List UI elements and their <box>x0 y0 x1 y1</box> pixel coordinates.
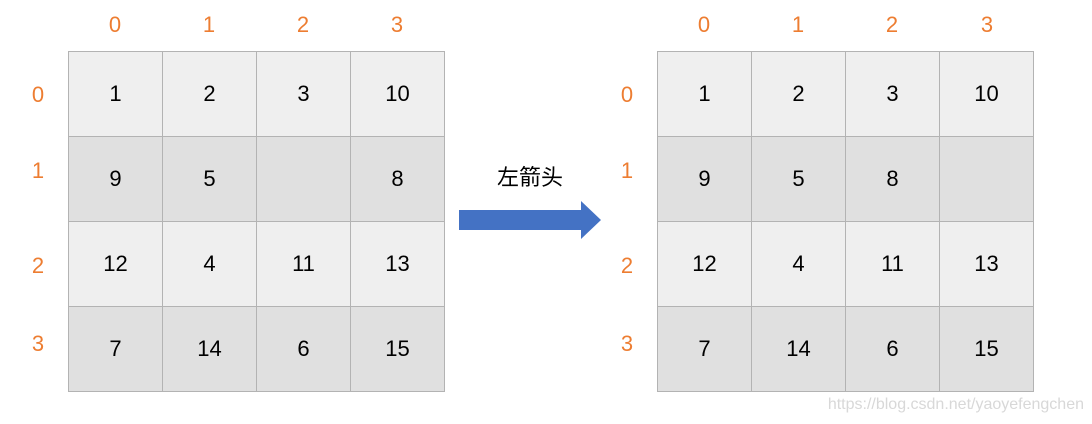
col-index-label: 1 <box>202 12 216 37</box>
grid-row: 1 2 3 10 <box>657 51 1034 137</box>
row-index-label: 1 <box>620 158 634 183</box>
grid-cell: 11 <box>256 221 351 307</box>
grid-cell: 14 <box>751 306 846 392</box>
grid-cell: 8 <box>845 136 940 222</box>
col-index-label: 3 <box>980 12 994 37</box>
grid-cell: 14 <box>162 306 257 392</box>
grid-row: 12 4 11 13 <box>68 221 445 307</box>
grid-cell: 4 <box>162 221 257 307</box>
col-index-label: 0 <box>697 12 711 37</box>
col-index-label: 2 <box>296 12 310 37</box>
empty-grid-cell <box>256 136 351 222</box>
grid-cell: 9 <box>657 136 752 222</box>
grid-cell: 12 <box>657 221 752 307</box>
grid-cell: 1 <box>68 51 163 137</box>
empty-grid-cell <box>939 136 1034 222</box>
grid-cell: 7 <box>68 306 163 392</box>
grid-cell: 10 <box>939 51 1034 137</box>
row-index-label: 2 <box>620 253 634 278</box>
grid-cell: 13 <box>350 221 445 307</box>
row-index-label: 1 <box>31 158 45 183</box>
grid-cell: 11 <box>845 221 940 307</box>
grid-cell: 9 <box>68 136 163 222</box>
grid-cell: 15 <box>939 306 1034 392</box>
grid-cell: 5 <box>162 136 257 222</box>
grid-cell: 3 <box>256 51 351 137</box>
row-index-label: 0 <box>620 82 634 107</box>
col-index-label: 2 <box>885 12 899 37</box>
grid-cell: 5 <box>751 136 846 222</box>
row-index-label: 3 <box>31 331 45 356</box>
grid-cell: 1 <box>657 51 752 137</box>
grid-cell: 10 <box>350 51 445 137</box>
grid-cell: 3 <box>845 51 940 137</box>
grid-row: 9 5 8 <box>657 136 1034 222</box>
grid-cell: 8 <box>350 136 445 222</box>
watermark: https://blog.csdn.net/yaoyefengchen <box>827 396 1084 413</box>
grid-row: 12 4 11 13 <box>657 221 1034 307</box>
right-puzzle-grid: 1 2 3 10 9 5 8 12 4 11 13 7 14 6 15 <box>657 51 1034 392</box>
grid-cell: 4 <box>751 221 846 307</box>
grid-row: 1 2 3 10 <box>68 51 445 137</box>
col-index-label: 3 <box>390 12 404 37</box>
grid-cell: 2 <box>162 51 257 137</box>
right-arrow-icon <box>459 201 601 239</box>
arrow-label: 左箭头 <box>497 165 564 190</box>
grid-cell: 6 <box>256 306 351 392</box>
left-puzzle-grid: 1 2 3 10 9 5 8 12 4 11 13 7 14 6 15 <box>68 51 445 392</box>
grid-row: 9 5 8 <box>68 136 445 222</box>
col-index-label: 0 <box>108 12 122 37</box>
grid-cell: 7 <box>657 306 752 392</box>
grid-cell: 6 <box>845 306 940 392</box>
grid-cell: 2 <box>751 51 846 137</box>
row-index-label: 0 <box>31 82 45 107</box>
grid-row: 7 14 6 15 <box>657 306 1034 392</box>
grid-row: 7 14 6 15 <box>68 306 445 392</box>
row-index-label: 3 <box>620 331 634 356</box>
grid-cell: 13 <box>939 221 1034 307</box>
row-index-label: 2 <box>31 253 45 278</box>
grid-cell: 12 <box>68 221 163 307</box>
grid-cell: 15 <box>350 306 445 392</box>
col-index-label: 1 <box>791 12 805 37</box>
